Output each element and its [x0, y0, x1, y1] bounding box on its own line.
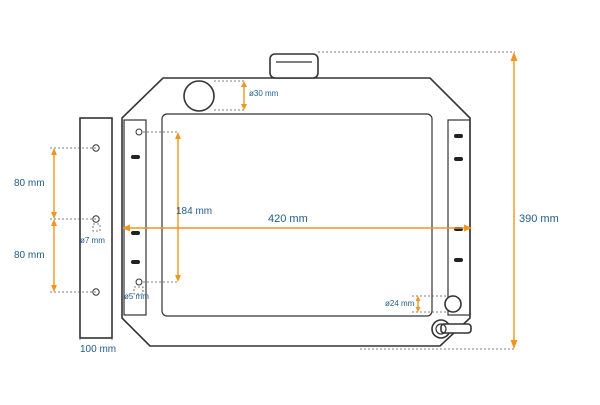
outlet-diameter-label: ø24 mm [385, 299, 415, 308]
cap-diameter-dimension [214, 80, 247, 111]
width-dimension [122, 224, 472, 232]
core-hole-diameter-label: ø5 mm [124, 292, 149, 301]
outlet-diameter-dimension [412, 295, 447, 313]
right-rail-slot-4 [454, 258, 463, 262]
core-hole-indicator [133, 286, 144, 295]
right-mounting-rail [447, 119, 471, 316]
filler-cap [269, 53, 319, 79]
hole-spacing-arrows [51, 148, 57, 292]
height-dimension [318, 51, 518, 350]
bracket-hole-diameter-label: ø7 mm [80, 236, 105, 245]
bracket-width-label: 100 mm [80, 344, 116, 355]
lower-outlet [444, 295, 462, 313]
right-rail-slot-1 [454, 134, 463, 138]
hole-spacing-top-label: 80 mm [14, 178, 45, 189]
left-mounting-rail [123, 119, 147, 316]
left-rail-slot-2 [131, 231, 140, 235]
rail-hole-spacing-dimension [143, 131, 181, 283]
side-bracket [50, 117, 113, 342]
core-hole-bottom [135, 278, 143, 286]
left-rail-slot-3 [131, 260, 140, 264]
radiator-body [121, 53, 472, 347]
rail-hole-spacing-label: 184 mm [176, 206, 212, 217]
side-bracket-body [79, 117, 113, 339]
right-rail-slot-2 [454, 157, 463, 161]
core-hole-top [135, 128, 143, 136]
radiator-core [161, 113, 433, 317]
upper-port [183, 80, 215, 112]
hole-spacing-bottom-label: 80 mm [14, 250, 45, 261]
cap-diameter-label: ø30 mm [249, 89, 279, 98]
radiator-frame [121, 77, 471, 347]
width-label: 420 mm [268, 213, 308, 225]
height-label: 390 mm [519, 213, 559, 225]
drain-tube [431, 319, 472, 339]
left-rail-slot-1 [131, 155, 140, 159]
